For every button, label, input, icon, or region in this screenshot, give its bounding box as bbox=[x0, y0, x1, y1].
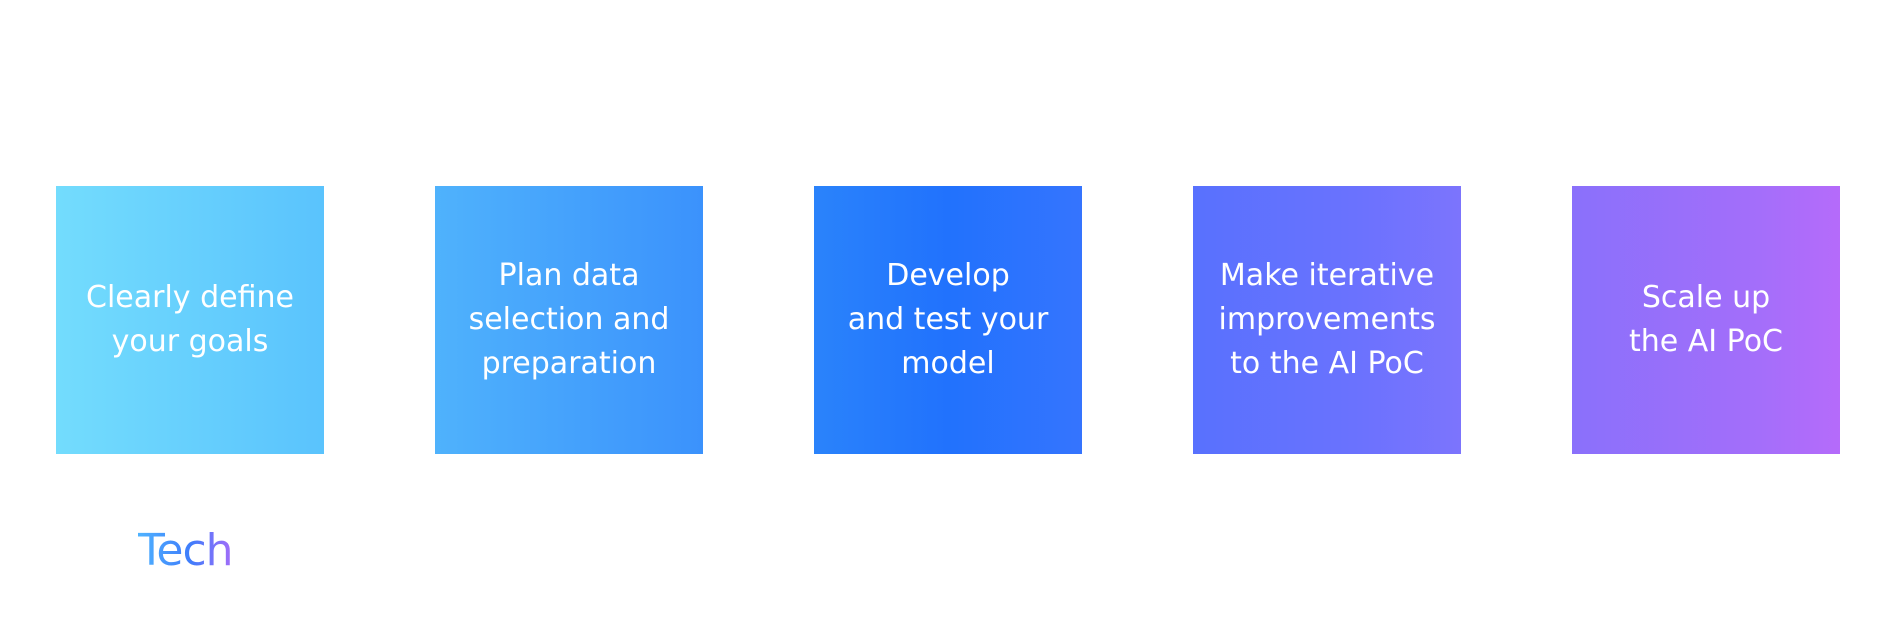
step-box-1: Clearly define your goals bbox=[56, 186, 324, 454]
step-box-3: Develop and test your model bbox=[814, 186, 1082, 454]
step-label-3: Develop and test your model bbox=[847, 258, 1049, 381]
process-steps: Clearly define your goals Plan data sele… bbox=[56, 186, 1840, 454]
brand-logo: Tech bbox=[138, 525, 234, 576]
step-box-2: Plan data selection and preparation bbox=[435, 186, 703, 454]
step-box-5: Scale up the AI PoC bbox=[1572, 186, 1840, 454]
step-box-4: Make iterative improvements to the AI Po… bbox=[1193, 186, 1461, 454]
step-label-1: Clearly define your goals bbox=[86, 280, 294, 359]
step-label-2: Plan data selection and preparation bbox=[468, 258, 670, 381]
step-label-4: Make iterative improvements to the AI Po… bbox=[1218, 258, 1436, 381]
step-label-5: Scale up the AI PoC bbox=[1629, 280, 1783, 359]
